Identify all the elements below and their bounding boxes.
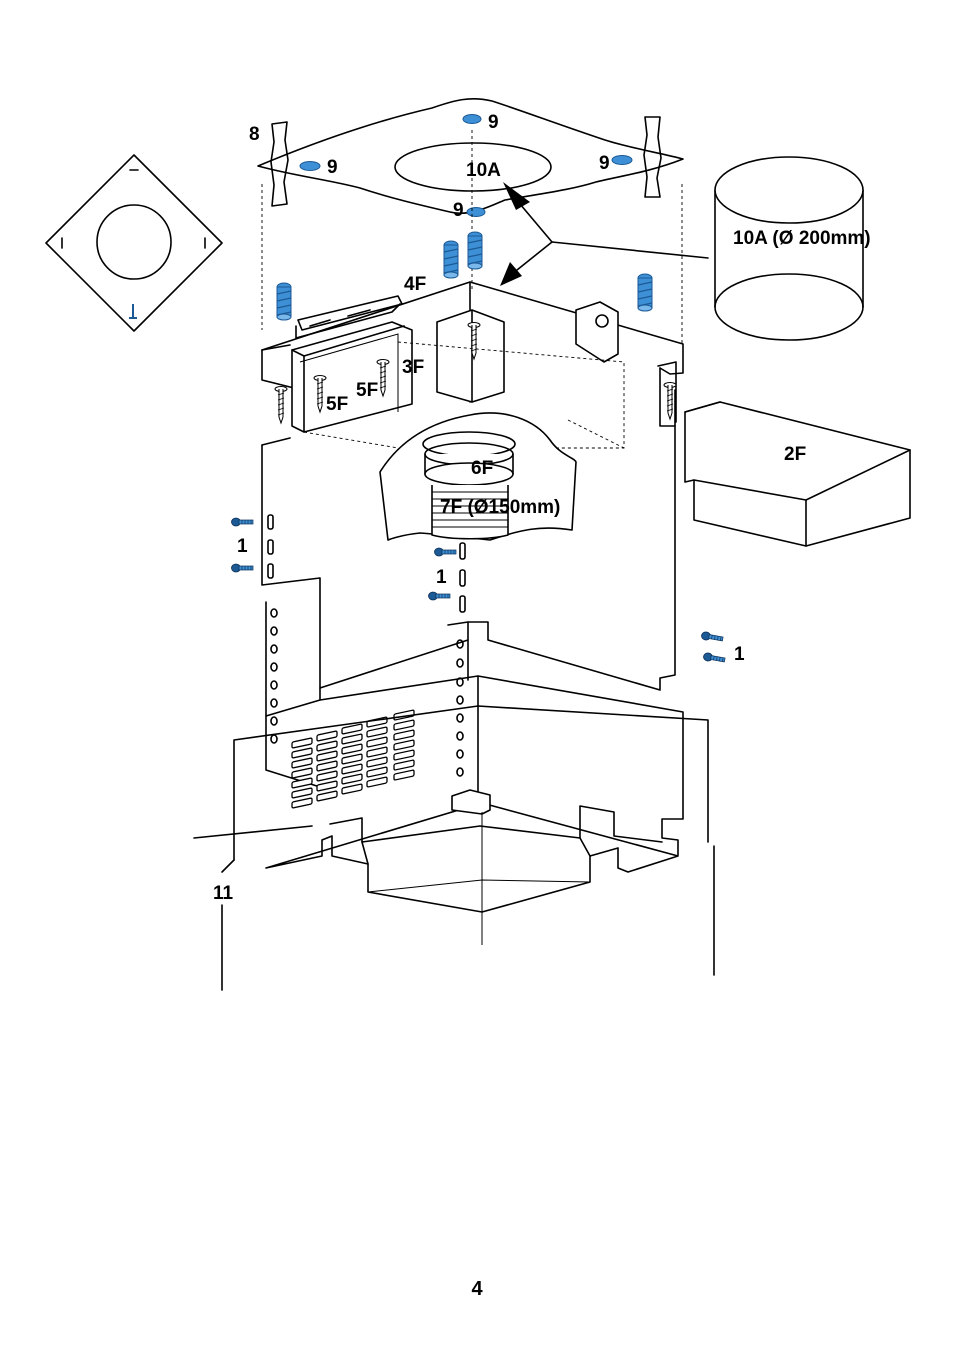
vent-slot — [291, 797, 313, 809]
label-9-left: 9 — [327, 157, 338, 178]
vent-slot — [316, 790, 338, 802]
vent-slot — [316, 730, 338, 742]
label-5f-right: 5F — [356, 380, 378, 401]
vent-slot — [341, 723, 363, 735]
label-8: 8 — [249, 124, 260, 145]
label-11: 11 — [213, 883, 234, 904]
screw-left-frame — [274, 386, 288, 424]
vent-slot — [291, 787, 313, 799]
vent-slot — [366, 776, 388, 788]
corner-bracket — [436, 309, 505, 403]
fixing-screws-1 — [231, 517, 726, 665]
exhaust-duct-200mm — [714, 156, 864, 341]
vent-slot — [291, 767, 313, 779]
vent-slot — [366, 746, 388, 758]
vent-slot — [291, 757, 313, 769]
vent-slot — [366, 736, 388, 748]
ceiling-plate-inset — [45, 154, 223, 332]
vent-slot — [316, 750, 338, 762]
vent-slot — [316, 770, 338, 782]
filter-box-2f — [684, 401, 911, 547]
hook-bracket — [575, 301, 619, 363]
vent-slot — [341, 743, 363, 755]
page-number: 4 — [471, 1278, 483, 1300]
hood-body-lower — [265, 601, 684, 856]
label-3f: 3F — [402, 357, 424, 378]
label-9-top: 9 — [488, 112, 499, 133]
vent-slot — [341, 763, 363, 775]
label-7f: 7F (Ø150mm) — [440, 497, 560, 518]
vent-slot — [366, 766, 388, 778]
label-10a-duct: 10A (Ø 200mm) — [733, 228, 871, 249]
vent-slot — [316, 760, 338, 772]
box-3f — [291, 321, 413, 433]
vent-slot — [291, 777, 313, 789]
ceiling-strap-left — [270, 121, 289, 207]
ceiling-strap-right — [643, 116, 662, 198]
label-10a: 10A — [466, 160, 501, 181]
bracket-4f — [295, 295, 403, 339]
vent-slot — [393, 729, 415, 741]
vent-slot — [393, 769, 415, 781]
vent-slot — [393, 739, 415, 751]
vent-slot — [393, 749, 415, 761]
vent-slot — [341, 773, 363, 785]
label-5f-left: 5F — [326, 394, 348, 415]
inner-dashed-box — [303, 341, 625, 449]
ceiling-template-sheet — [257, 98, 684, 214]
vent-slot — [316, 780, 338, 792]
vent-slot — [393, 759, 415, 771]
vent-slot — [341, 733, 363, 745]
label-9-right: 9 — [599, 153, 610, 174]
vent-slot — [316, 740, 338, 752]
bottom-plate — [265, 789, 679, 945]
chimney-cover-11 — [193, 705, 715, 991]
vent-slot — [366, 726, 388, 738]
label-9-bottom: 9 — [453, 200, 464, 221]
vent-slot — [366, 756, 388, 768]
vent-slot — [341, 753, 363, 765]
cutaway-view — [379, 412, 577, 541]
fixing-hole-markers — [299, 114, 633, 217]
vent-slot — [291, 737, 313, 749]
label-1-left: 1 — [237, 536, 248, 557]
label-2f: 2F — [784, 444, 806, 465]
diagram-labels: 8 9 9 9 9 10A 10A (Ø 200mm) 4F 3F 5F 5F … — [213, 112, 871, 904]
vent-slot — [393, 719, 415, 731]
ventilation-grille — [291, 709, 415, 809]
label-4f: 4F — [404, 274, 426, 295]
label-6f: 6F — [471, 458, 493, 479]
label-1-centre: 1 — [436, 567, 447, 588]
vent-slot — [291, 747, 313, 759]
vent-slot — [341, 783, 363, 795]
label-1-right: 1 — [734, 644, 745, 665]
direction-arrows — [500, 182, 709, 286]
